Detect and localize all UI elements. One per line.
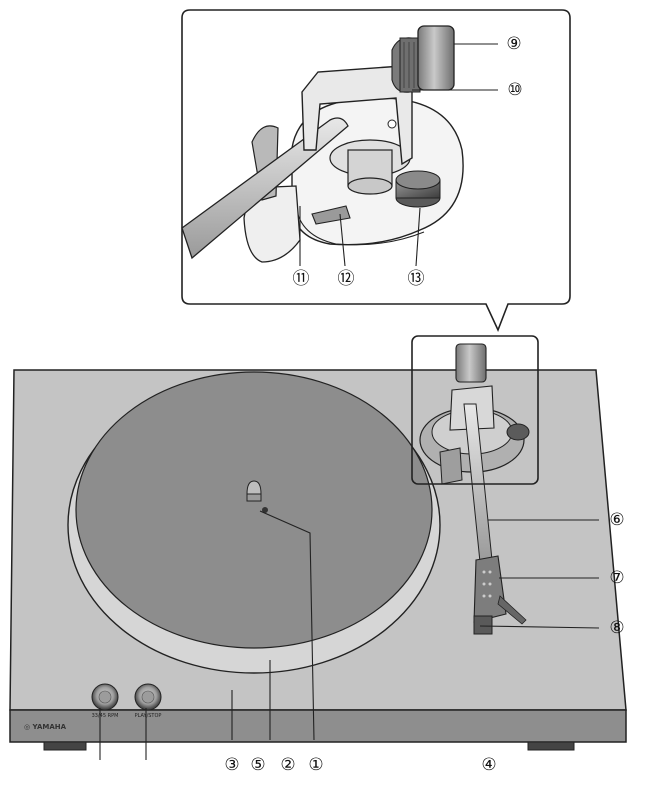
spindle-adapter: [246, 480, 262, 502]
platter-mat: [75, 371, 433, 649]
plinth-front: [9, 709, 627, 743]
callout-1: ①: [308, 755, 323, 775]
inset-tonearm-pipe: [181, 117, 349, 260]
detail-inset: [181, 9, 571, 333]
callout-11: ⑪: [293, 269, 310, 289]
callout-12: ⑫: [338, 269, 355, 289]
platter: [67, 371, 441, 674]
foot-left: [43, 741, 87, 751]
play-stop-button[interactable]: PLAY/STOP: [134, 683, 162, 719]
tonearm: [419, 343, 530, 635]
counterweight: [391, 25, 455, 93]
play-stop-label: PLAY/STOP: [135, 713, 162, 719]
callout-2: ②: [280, 755, 295, 775]
anti-skate-knob-small: [506, 423, 530, 441]
tonearm-counterweight: [455, 343, 487, 383]
anti-skating-knob: [395, 170, 441, 208]
callout-8: ⑧: [609, 618, 624, 638]
callout-9: ⑨: [506, 34, 521, 54]
zoom-frame: [411, 335, 539, 485]
leader-c13: [415, 207, 421, 267]
leader-lines: [99, 43, 600, 760]
cartridge: [473, 615, 493, 635]
control-33-45-label: 33/45 RPM: [92, 713, 119, 719]
callout-4: ④: [481, 755, 496, 775]
finger-lift: [497, 595, 527, 625]
leader-c8: [479, 625, 600, 629]
brand-logo: ◎ YAMAHA: [24, 723, 67, 731]
armrest-small: [439, 447, 463, 485]
callout-3: ③: [224, 755, 239, 775]
callouts: ⑨ ⑩ ⑪ ⑫ ⑬ ⑥ ⑦ ⑧ ③ ⑤ ② ① ④: [224, 34, 624, 775]
gimbal-yoke: [301, 65, 413, 166]
callout-13: ⑬: [408, 269, 425, 289]
callout-7: ⑦: [609, 568, 624, 588]
headshell: [473, 555, 507, 623]
callout-5: ⑤: [250, 755, 265, 775]
control-33-45-button[interactable]: 33/45 RPM: [91, 683, 119, 719]
leader-c12: [339, 213, 346, 267]
callout-10: ⑩: [507, 80, 522, 100]
callout-6: ⑥: [609, 510, 624, 530]
spindle: [262, 507, 268, 513]
leader-c1: [259, 510, 315, 741]
foot-right: [527, 741, 575, 751]
